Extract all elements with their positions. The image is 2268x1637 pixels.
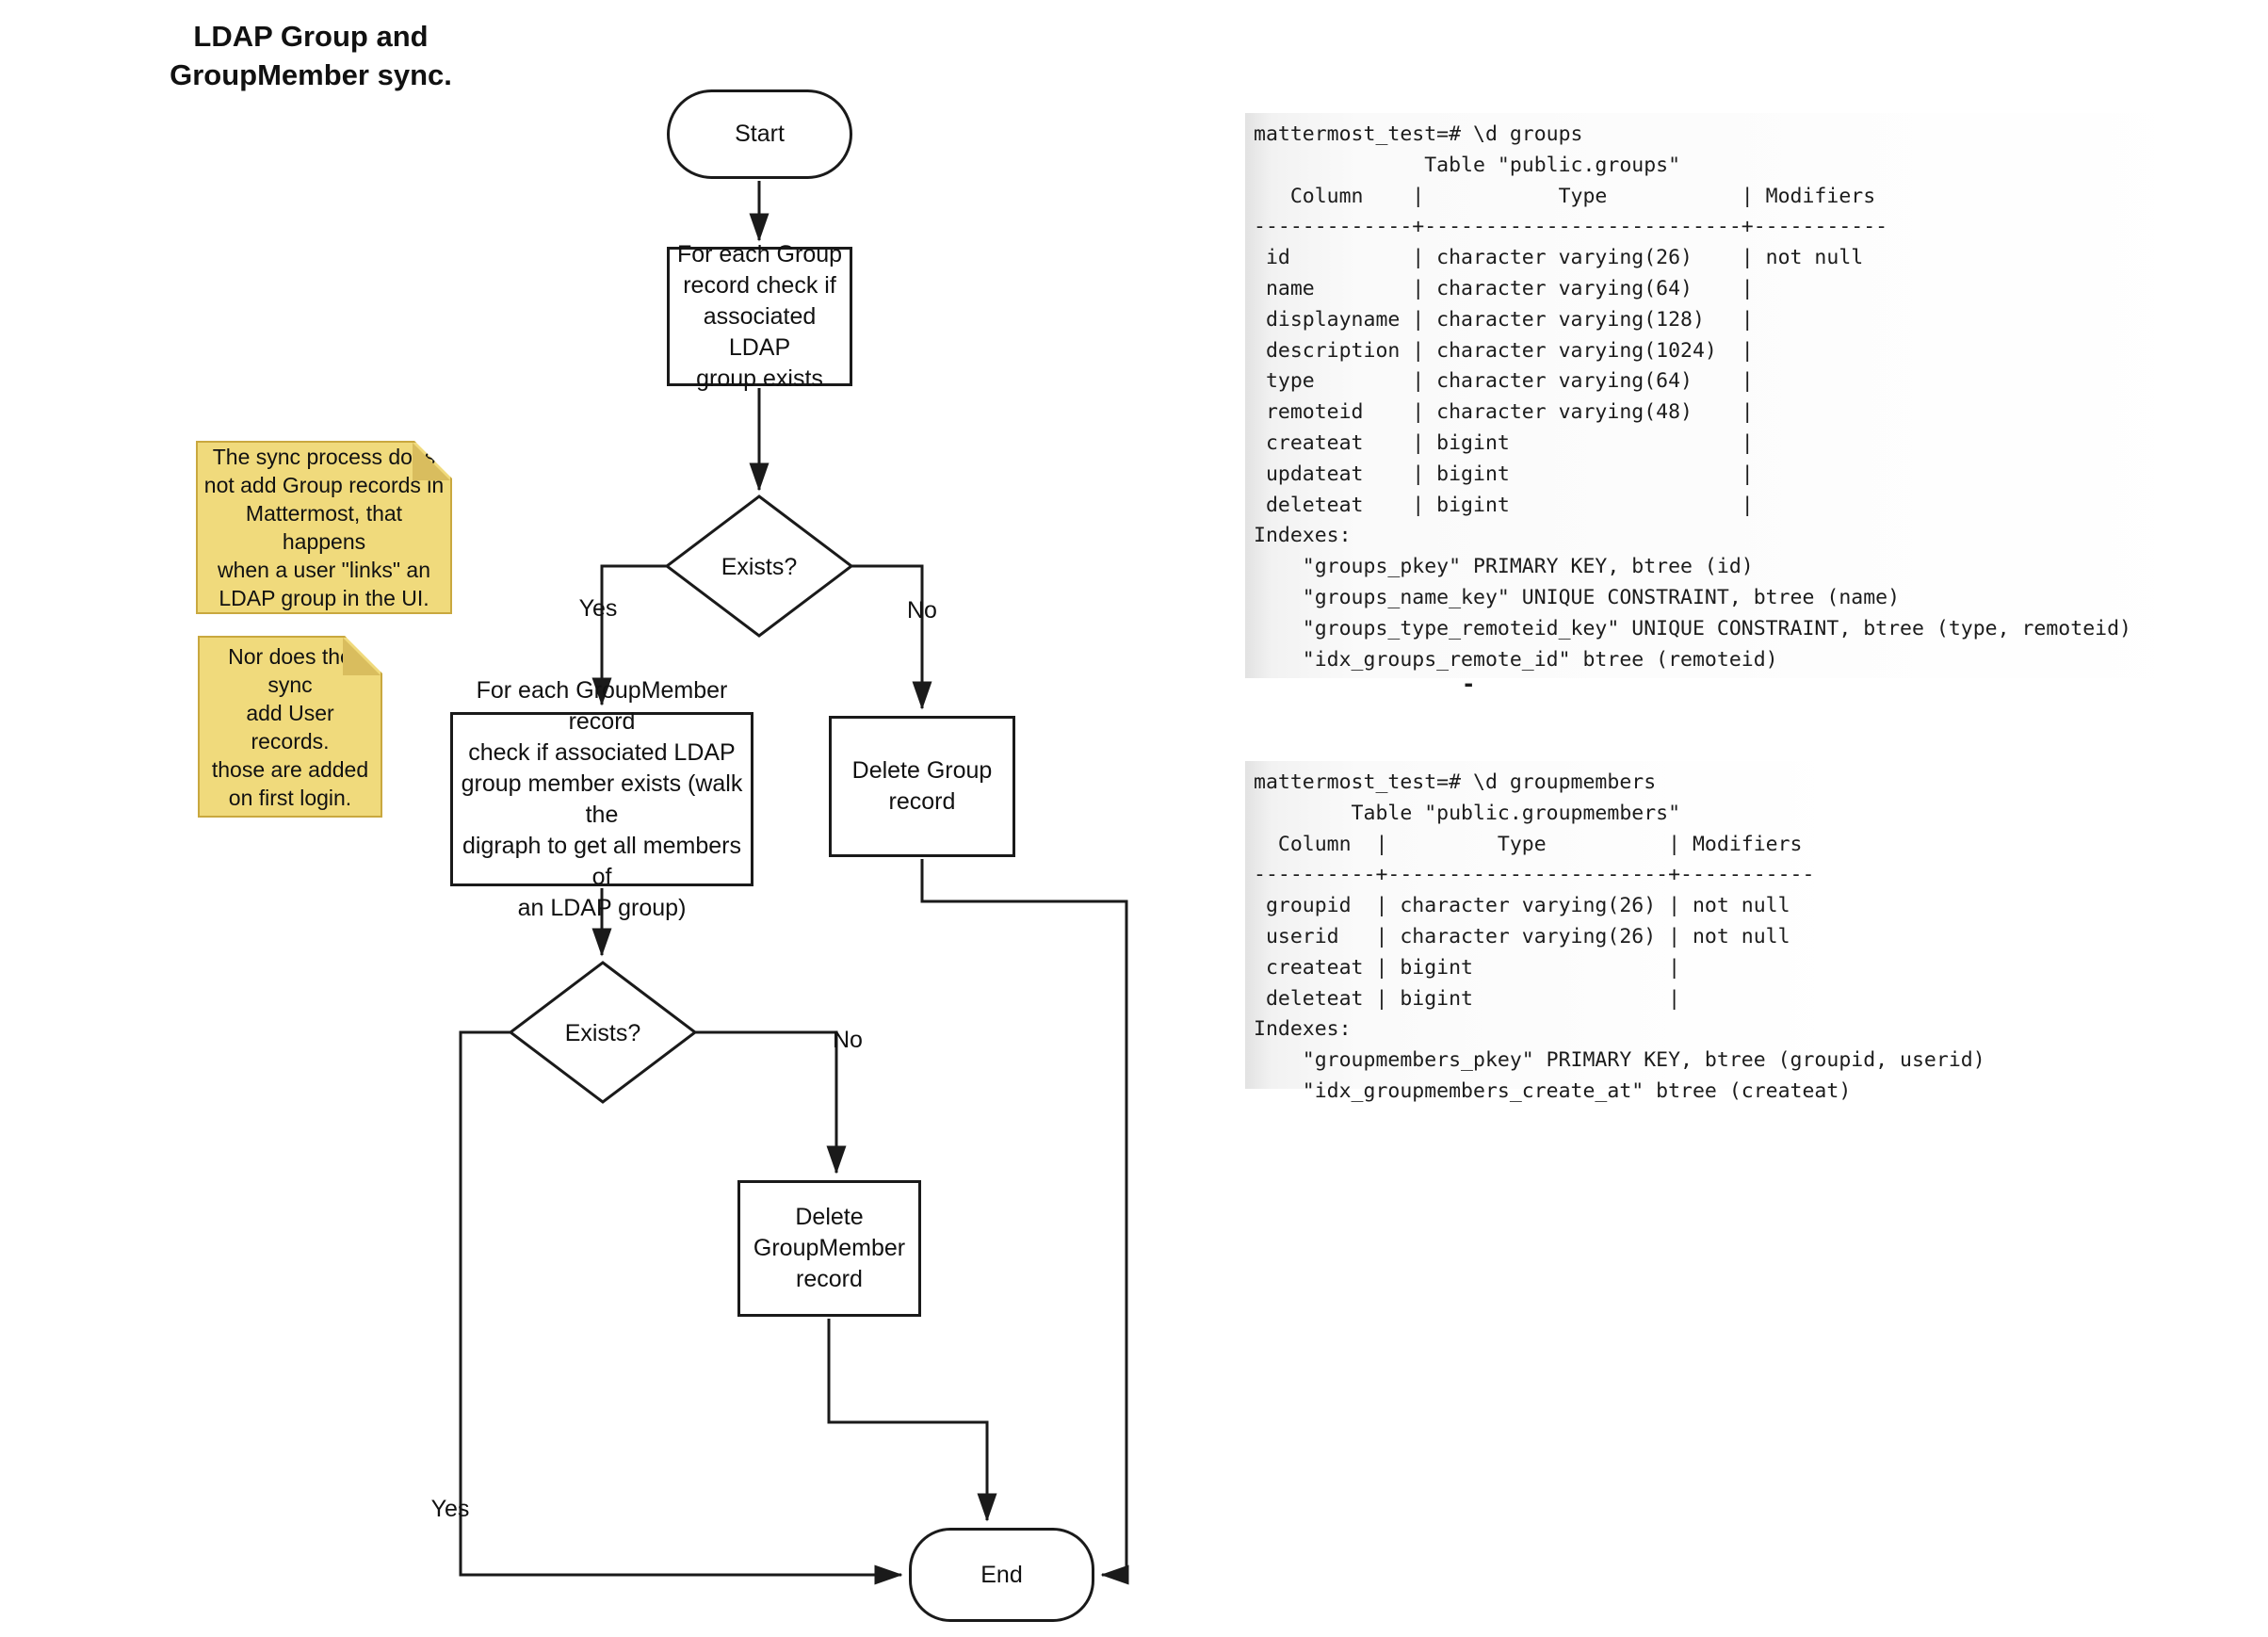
edge-delete-groupmember-to-end [827,1319,997,1522]
sticky-note-group-sync: The sync process does not add Group reco… [196,441,452,614]
process-delete-groupmember: Delete GroupMember record [737,1180,921,1317]
edge-exists1-yes [591,564,667,706]
edge-exists1-no [851,564,932,710]
edge-label-yes-1: Yes [578,595,618,622]
decision-exists1-shape [664,494,854,638]
start-label: Start [735,121,785,147]
sticky-note-user-sync: Nor does the sync add User records. thos… [198,636,382,818]
edge-exists2-no [695,1030,847,1175]
start-node: Start [667,89,852,179]
page-title: LDAP Group and GroupMember sync. [170,20,452,91]
end-node: End [909,1528,1094,1622]
process-check-groupmember-label: For each GroupMember record check if ass… [461,676,743,921]
edge-label-no-2: No [833,1027,863,1053]
terminal-cursor-dash: - [1462,671,1476,697]
edge-delete-group-to-end [920,859,1129,1585]
terminal-groups-text: mattermost_test=# \d groups Table "publi… [1254,122,2131,672]
end-label: End [980,1561,1023,1588]
decision-exists2-label: Exists? [564,1020,641,1046]
terminal-groupmembers-table: mattermost_test=# \d groupmembers Table … [1245,761,1985,1103]
process-delete-groupmember-label: Delete GroupMember record [753,1204,906,1292]
edge-exists2-yes-to-end [459,1030,903,1585]
edge-label-no-1: No [907,597,937,624]
process-check-group-label: For each Group record check if associate… [676,240,843,392]
sticky-note-text: The sync process does not add Group reco… [203,445,445,610]
process-delete-group-label: Delete Group record [851,757,993,815]
edge-label-yes-2: Yes [430,1496,470,1522]
process-delete-group: Delete Group record [829,716,1015,857]
decision-exists2-shape [508,961,698,1104]
sticky-note-text: Nor does the sync add User records. thos… [211,643,369,810]
process-check-groupmember: For each GroupMember record check if ass… [450,677,753,921]
decision-exists1-label: Exists? [721,554,798,580]
terminal-groups-table: mattermost_test=# \d groups Table "publi… [1245,113,2206,678]
terminal-groupmembers-text: mattermost_test=# \d groupmembers Table … [1254,770,1985,1103]
process-check-group: For each Group record check if associate… [667,241,852,392]
